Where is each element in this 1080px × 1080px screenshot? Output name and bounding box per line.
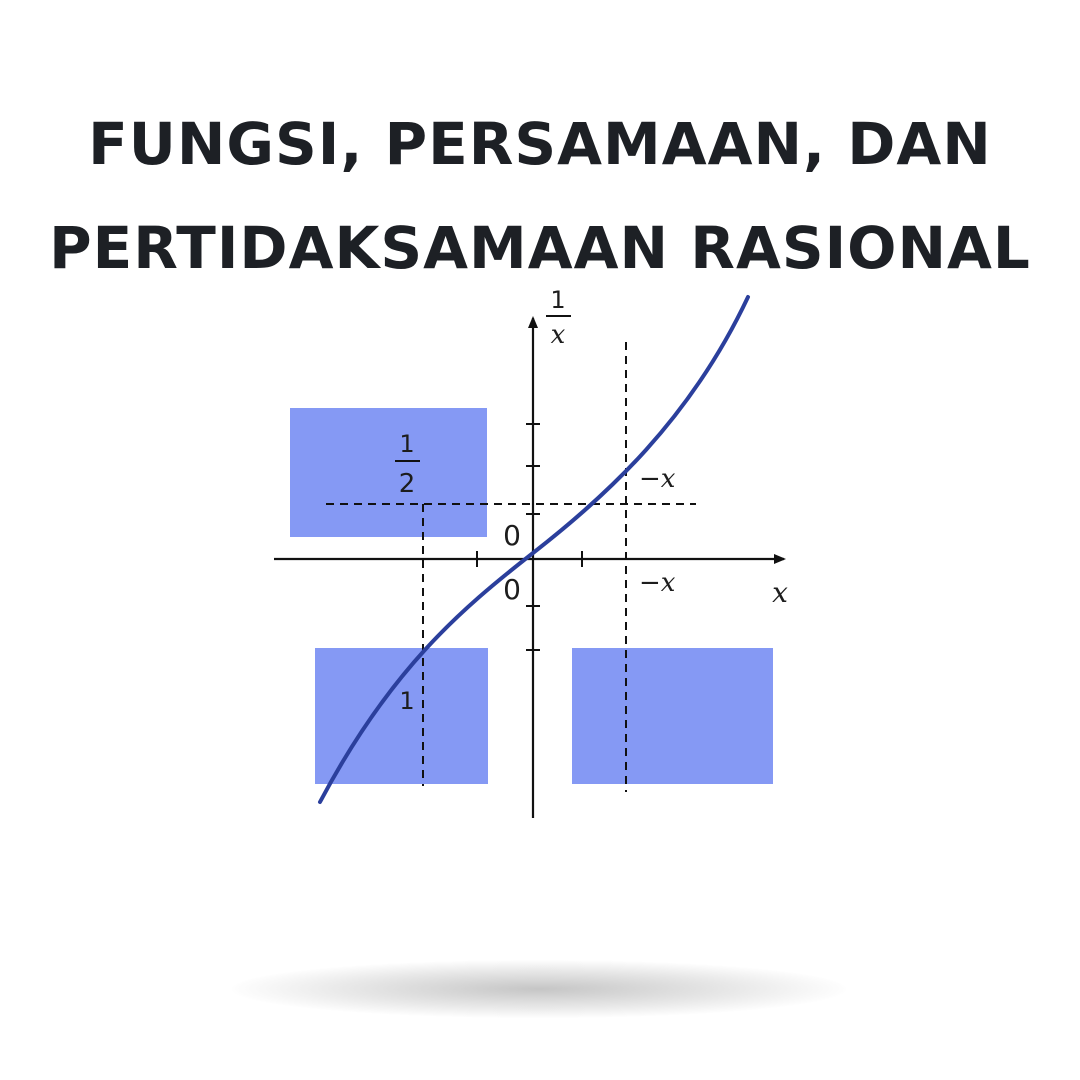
- y-axis-label-denominator: x: [551, 320, 566, 350]
- one-label: 1: [399, 687, 414, 715]
- y-axis-label: 1 x: [546, 286, 571, 350]
- half-label-denominator: 2: [399, 469, 416, 499]
- zero-label-upper: 0: [503, 519, 521, 552]
- half-label: 1 2: [395, 430, 420, 499]
- minus-x-label-upper: −x: [639, 464, 676, 494]
- title-line-1: FUNGSI, PERSAMAAN, DAN: [88, 110, 992, 178]
- minus-x-label-lower: −x: [639, 568, 676, 598]
- shaded-region-lower-right: [572, 648, 773, 784]
- ground-shadow: [232, 960, 846, 1018]
- y-axis-label-numerator: 1: [550, 286, 565, 314]
- shaded-region-upper-left: [290, 408, 487, 537]
- page-title: FUNGSI, PERSAMAAN, DAN PERTIDAKSAMAAN RA…: [0, 92, 1080, 300]
- title-line-2: PERTIDAKSAMAAN RASIONAL: [49, 214, 1031, 282]
- x-axis-label: x: [772, 576, 788, 609]
- function-curve: [318, 295, 750, 804]
- half-label-numerator: 1: [399, 430, 414, 458]
- zero-label-lower: 0: [503, 573, 521, 606]
